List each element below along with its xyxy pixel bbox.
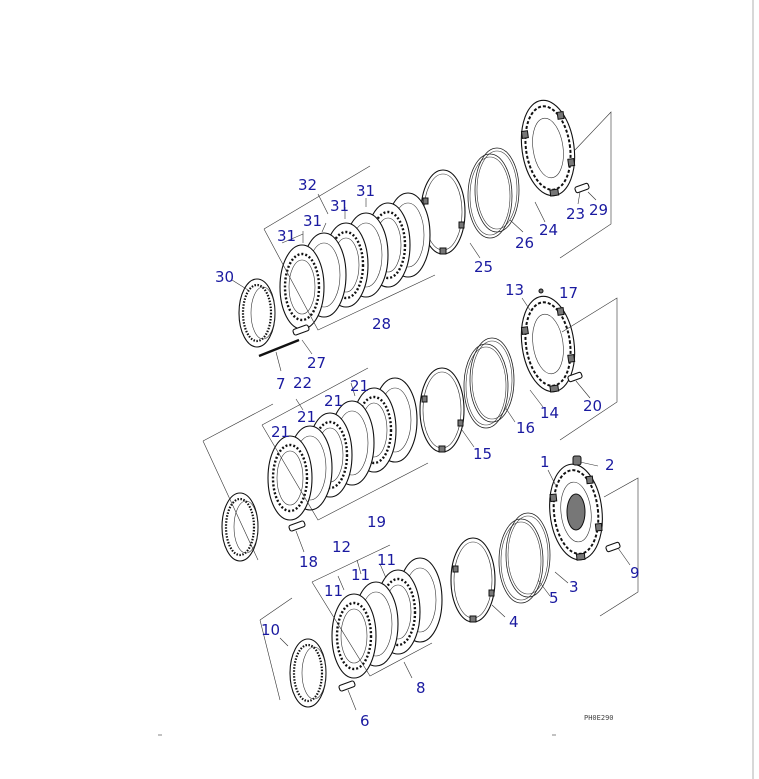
spring-6: [338, 680, 356, 692]
callout-4: 4: [509, 613, 519, 631]
callout-21a: 21: [271, 423, 290, 441]
callout-2: 2: [605, 456, 615, 474]
callout-1: 1: [540, 453, 550, 471]
callout-14: 14: [540, 404, 559, 422]
pin-20: [567, 371, 583, 383]
callout-29: 29: [589, 201, 608, 219]
spring-18: [288, 520, 306, 532]
callout-31b: 31: [303, 212, 322, 230]
callout-8: 8: [416, 679, 426, 697]
callout-11b: 11: [351, 566, 370, 584]
callout-31d: 31: [356, 182, 375, 200]
callout-27: 27: [307, 354, 326, 372]
callout-20: 20: [583, 397, 602, 415]
callout-12: 12: [332, 538, 351, 556]
pin-9: [605, 541, 621, 553]
plug-17: [538, 288, 544, 294]
callout-31c: 31: [330, 197, 349, 215]
bottom-assembly: [259, 455, 639, 711]
callout-24: 24: [539, 221, 558, 239]
callout-5: 5: [549, 589, 559, 607]
page-edge-line: [752, 0, 754, 779]
callout-11c: 11: [377, 551, 396, 569]
callout-25: 25: [474, 258, 493, 276]
callout-18: 18: [299, 553, 318, 571]
callout-13: 13: [505, 281, 524, 299]
callout-7: 7: [276, 375, 286, 393]
callout-labels: 1 2 3 4 5 6 7 8 9 10 11 11 11 12 13 14 1…: [215, 176, 640, 730]
callout-16: 16: [516, 419, 535, 437]
callout-26: 26: [515, 234, 534, 252]
callout-19: 19: [367, 513, 386, 531]
callout-23: 23: [566, 205, 585, 223]
callout-3: 3: [569, 578, 579, 596]
callout-21c: 21: [324, 392, 343, 410]
callout-28: 28: [372, 315, 391, 333]
callout-21d: 21: [350, 377, 369, 395]
top-assembly: [231, 95, 612, 372]
middle-assembly: [202, 288, 618, 563]
callout-6: 6: [360, 712, 370, 730]
callout-11a: 11: [324, 582, 343, 600]
figure-code: PH0E290: [584, 714, 614, 722]
callout-17: 17: [559, 284, 578, 302]
pin-23: [574, 182, 590, 194]
callout-32: 32: [298, 176, 317, 194]
callout-9: 9: [630, 564, 640, 582]
callout-31a: 31: [277, 227, 296, 245]
callout-30: 30: [215, 268, 234, 286]
callout-22: 22: [293, 374, 312, 392]
plug-2: [572, 455, 582, 466]
shaft-7: [258, 338, 300, 358]
spring-27: [292, 324, 310, 336]
callout-15: 15: [473, 445, 492, 463]
callout-10: 10: [261, 621, 280, 639]
callout-21b: 21: [297, 408, 316, 426]
